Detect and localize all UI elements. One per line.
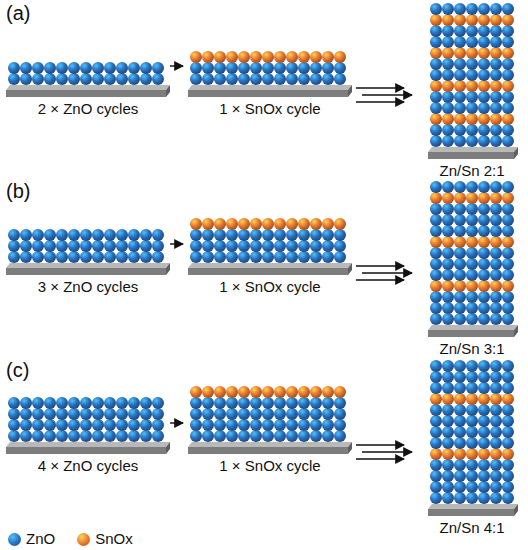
substrate bbox=[188, 442, 352, 454]
panel-label: (b) bbox=[6, 180, 30, 202]
arrow bbox=[362, 272, 412, 273]
caption: 1 × SnOx cycle bbox=[219, 457, 320, 475]
substrate bbox=[6, 442, 170, 454]
caption: Zn/Sn 4:1 bbox=[439, 519, 504, 537]
substrate bbox=[188, 85, 352, 97]
legend-swatch bbox=[8, 533, 21, 546]
atomic-layers bbox=[8, 229, 164, 263]
atomic-layers bbox=[190, 51, 346, 85]
atomic-layers bbox=[430, 360, 514, 504]
caption: 2 × ZnO cycles bbox=[38, 100, 138, 118]
arrow bbox=[170, 422, 183, 423]
atomic-layers bbox=[190, 218, 346, 263]
arrow bbox=[356, 101, 404, 102]
arrow bbox=[362, 451, 412, 452]
caption: Zn/Sn 2:1 bbox=[439, 162, 504, 180]
atomic-layers bbox=[8, 397, 164, 442]
substrate bbox=[428, 325, 518, 337]
caption: 1 × SnOx cycle bbox=[219, 278, 320, 296]
arrow bbox=[356, 87, 404, 88]
legend-text: ZnO bbox=[26, 530, 55, 548]
arrow bbox=[356, 265, 404, 266]
legend-swatch bbox=[77, 533, 90, 546]
arrow bbox=[362, 94, 412, 95]
substrate bbox=[188, 263, 352, 275]
arrow bbox=[170, 65, 183, 66]
caption: 4 × ZnO cycles bbox=[38, 457, 138, 475]
arrow bbox=[356, 444, 404, 445]
atomic-layers bbox=[430, 181, 514, 325]
caption: 3 × ZnO cycles bbox=[38, 278, 138, 296]
atomic-layers bbox=[190, 386, 346, 442]
panel-label: (c) bbox=[6, 359, 29, 381]
substrate bbox=[428, 147, 518, 159]
arrow bbox=[356, 458, 404, 459]
atomic-layers bbox=[8, 62, 164, 85]
caption: Zn/Sn 3:1 bbox=[439, 340, 504, 358]
atomic-layers bbox=[430, 3, 514, 147]
substrate bbox=[6, 85, 170, 97]
substrate bbox=[6, 263, 170, 275]
arrow bbox=[170, 243, 183, 244]
legend-text: SnOx bbox=[95, 530, 133, 548]
panel-label: (a) bbox=[6, 2, 30, 24]
arrow bbox=[356, 279, 404, 280]
caption: 1 × SnOx cycle bbox=[219, 100, 320, 118]
substrate bbox=[428, 504, 518, 516]
